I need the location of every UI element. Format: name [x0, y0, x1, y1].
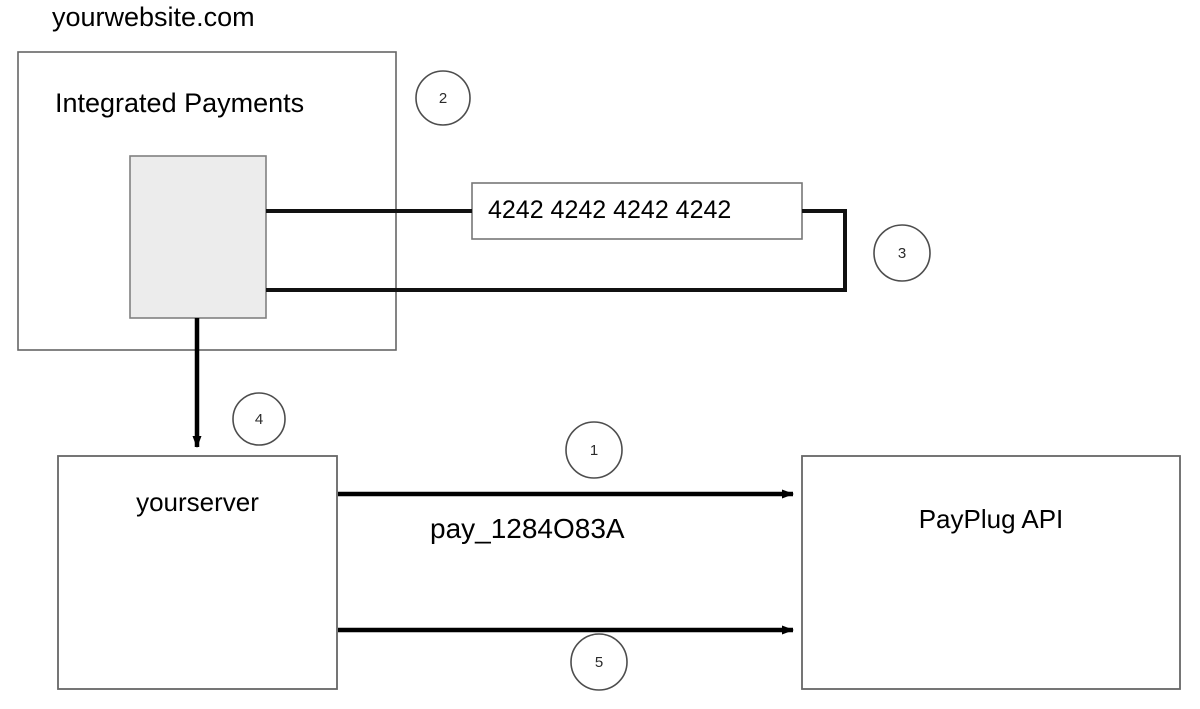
step-circle-1 — [565, 421, 623, 479]
card-number-value[interactable]: 4242 4242 4242 4242 — [488, 196, 732, 224]
step-circle-2 — [415, 70, 471, 126]
card-number-input-box[interactable] — [471, 182, 803, 240]
step-number-2: 2 — [438, 90, 448, 107]
connector-card-return-to-iframe — [266, 209, 847, 292]
payment-id-label: pay_1284O83A — [430, 513, 625, 544]
payplug-api-box — [801, 455, 1181, 690]
payplug-api-label: PayPlug API — [918, 504, 1064, 534]
yourserver-label: yourserver — [136, 487, 259, 517]
step-number-1: 1 — [589, 442, 599, 459]
integrated-payments-heading: Integrated Payments — [55, 88, 305, 118]
website-domain-label: yourwebsite.com — [52, 2, 255, 32]
step-circle-4 — [232, 392, 286, 446]
step-number-3: 3 — [897, 245, 907, 262]
step-number-5: 5 — [594, 654, 604, 671]
integrated-payments-iframe-box[interactable] — [129, 155, 267, 319]
step-circle-5 — [570, 633, 628, 691]
step-number-4: 4 — [254, 411, 264, 428]
step-circle-3 — [873, 224, 931, 282]
website-frame-box — [17, 51, 397, 351]
yourserver-box — [57, 455, 338, 690]
